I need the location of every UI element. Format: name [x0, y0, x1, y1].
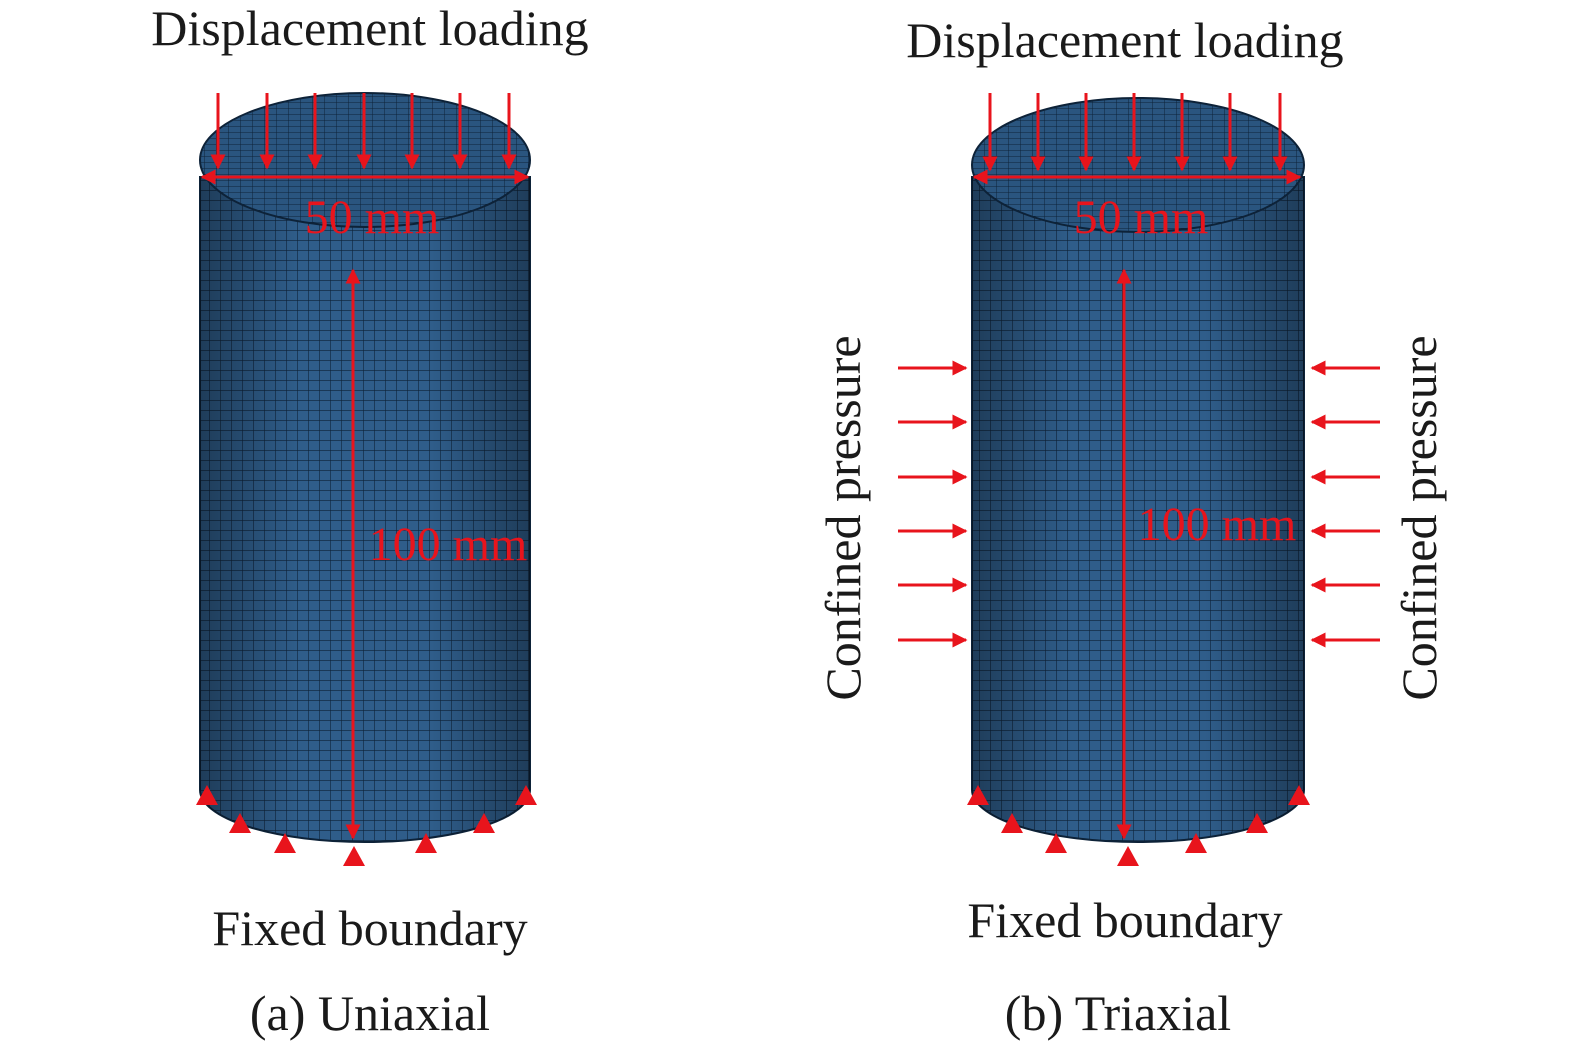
cylinder-mesh — [971, 97, 1305, 843]
diameter-label: 50 mm — [1074, 191, 1209, 244]
left-side-label: Confined pressure — [815, 335, 871, 700]
bottom-label: Fixed boundary — [967, 892, 1282, 948]
right-side-label: Confined pressure — [1391, 335, 1447, 700]
displacement-arrows — [982, 93, 1288, 172]
confined-pressure-arrows-right — [1310, 360, 1380, 648]
confined-pressure-arrows-left — [898, 360, 968, 648]
top-label: Displacement loading — [151, 0, 588, 56]
diameter-label: 50 mm — [305, 191, 440, 244]
height-label: 100 mm — [369, 518, 528, 571]
height-label: 100 mm — [1138, 498, 1297, 551]
fixed-supports — [967, 785, 1310, 866]
panel-uniaxial: Displacement loading 50 mm 100 mm — [151, 0, 588, 1041]
bottom-label: Fixed boundary — [212, 900, 527, 956]
top-label: Displacement loading — [906, 12, 1343, 68]
displacement-arrows — [210, 93, 517, 170]
panel-caption: (a) Uniaxial — [250, 985, 490, 1041]
fixed-supports — [196, 785, 537, 866]
panel-caption: (b) Triaxial — [1005, 985, 1231, 1041]
panel-triaxial: Displacement loading 50 mm 100 mm — [815, 12, 1447, 1041]
